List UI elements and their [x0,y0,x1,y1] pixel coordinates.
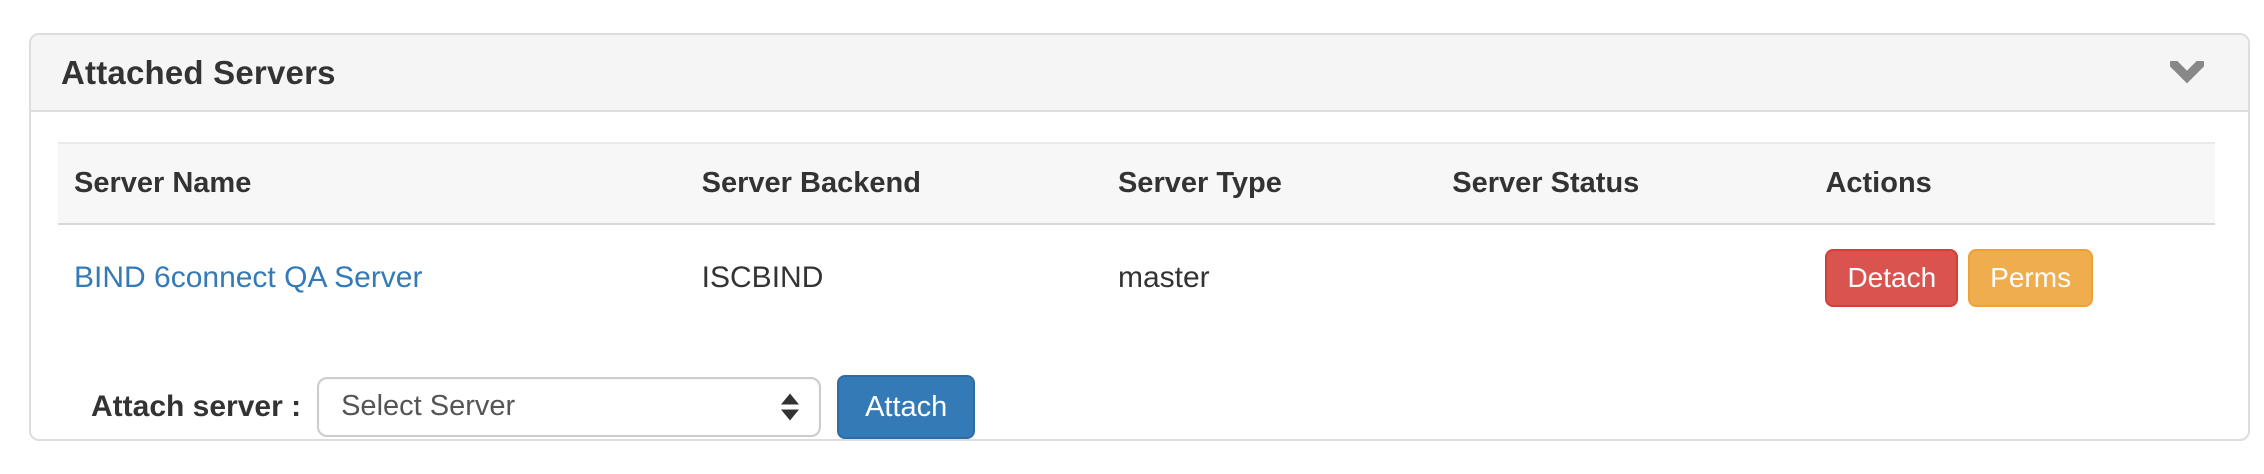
server-name-cell: BIND 6connect QA Server [58,224,686,343]
panel-body: Server Name Server Backend Server Type S… [31,112,2248,440]
server-status-cell [1436,224,1809,343]
col-header-actions: Actions [1809,142,2215,225]
col-header-server-type: Server Type [1101,142,1437,225]
servers-table: Server Name Server Backend Server Type S… [58,142,2215,343]
select-stepper-icon [781,393,800,421]
panel-title: Attached Servers [61,53,336,91]
panel-header: Attached Servers [31,35,2248,112]
server-select-value: Select Server [341,390,516,423]
table-header-row: Server Name Server Backend Server Type S… [58,142,2215,225]
perms-button[interactable]: Perms [1968,249,2094,307]
chevron-down-icon[interactable] [2170,60,2204,85]
col-header-server-status: Server Status [1436,142,1810,225]
server-type-cell: master [1117,260,1210,294]
server-name-link[interactable]: BIND 6connect QA Server [74,260,423,294]
attach-server-row: Attach server : Select Server Attach [91,374,2221,440]
server-backend-cell: ISCBIND [701,260,824,294]
attach-button[interactable]: Attach [837,374,976,440]
col-header-server-name: Server Name [58,142,686,225]
table-row: BIND 6connect QA Server ISCBIND master D… [58,224,2215,343]
server-select[interactable]: Select Server [317,376,822,437]
attach-server-label: Attach server : [91,389,302,423]
col-header-server-backend: Server Backend [685,142,1102,225]
attached-servers-panel: Attached Servers Server Name Server Back… [29,33,2250,441]
detach-button[interactable]: Detach [1825,249,1959,307]
